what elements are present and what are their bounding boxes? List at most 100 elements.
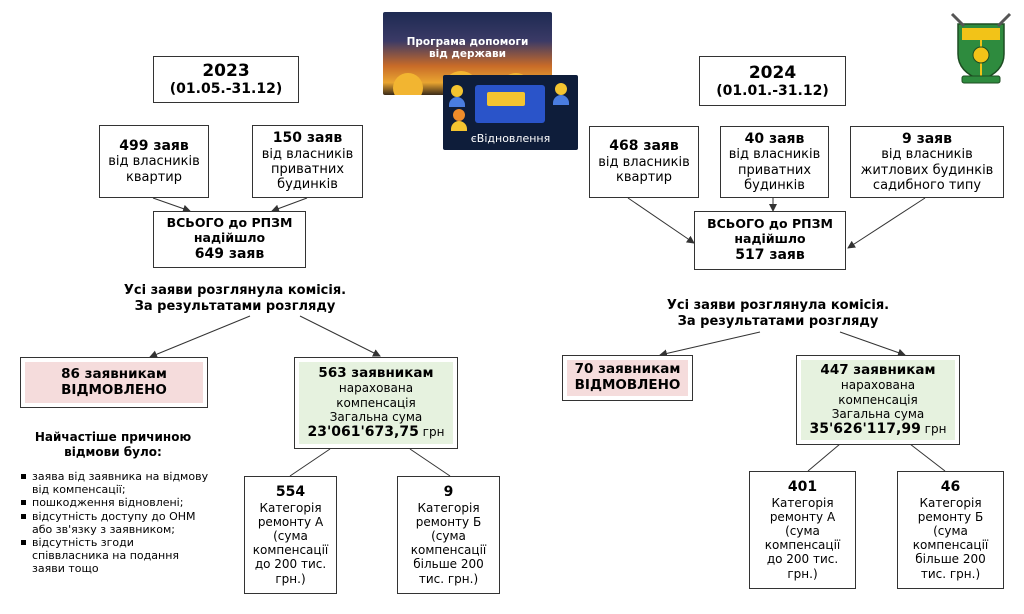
category-count: 46 <box>941 479 960 496</box>
granted-line3: компенсація <box>336 396 415 410</box>
year-2023-header: 2023 (01.05.-31.12) <box>153 56 299 103</box>
source-text: від власників житлових будинків садибног… <box>851 147 1003 193</box>
source-count: 499 заяв <box>119 138 189 155</box>
period-2023: (01.05.-31.12) <box>170 81 283 98</box>
category-line5: більше 200 <box>915 552 986 566</box>
category-count: 554 <box>276 484 305 501</box>
category-line4: компенсації <box>913 538 989 552</box>
category-line3: (сума <box>933 524 968 538</box>
source-count: 468 заяв <box>609 138 679 155</box>
granted-unit: грн <box>423 425 445 439</box>
denied-2023: 86 заявникам ВІДМОВЛЕНО <box>20 357 208 408</box>
reason-item: заява від заявника на відмову від компен… <box>20 470 210 496</box>
category-line4: компенсації <box>253 543 329 557</box>
review-line2: За результатами розгляду <box>643 314 913 330</box>
granted-line1: 447 заявникам <box>820 363 935 379</box>
source-houses-2023: 150 заяв від власників приватних будинкі… <box>252 125 363 198</box>
review-text-2024: Усі заяви розглянула комісія. За результ… <box>643 298 913 331</box>
source-apartments-2024: 468 заяв від власників квартир <box>589 126 699 198</box>
denied-line2: ВІДМОВЛЕНО <box>61 383 167 399</box>
total-line3: 649 заяв <box>195 246 265 263</box>
reasons-list: заява від заявника на відмову від компен… <box>20 470 210 576</box>
denied-line1: 70 заявникам <box>575 362 681 378</box>
granted-line4: Загальна сума <box>330 410 423 424</box>
category-line6: тис. грн.) <box>419 572 478 586</box>
category-line6: грн.) <box>275 572 305 586</box>
granted-line3: компенсація <box>838 393 917 407</box>
review-line1: Усі заяви розглянула комісія. <box>643 298 913 314</box>
reason-item: пошкодження відновлені; <box>20 496 210 509</box>
granted-2023: 563 заявникам нарахована компенсація Заг… <box>294 357 458 449</box>
total-line2: надійшло <box>734 232 805 247</box>
category-b-2024: 46 Категорія ремонту Б (сума компенсації… <box>897 471 1004 589</box>
category-line5: до 200 тис. <box>255 557 326 571</box>
category-a-2024: 401 Категорія ремонту А (сума компенсаці… <box>749 471 856 589</box>
reason-item: відсутність згоди співвласника на поданн… <box>20 536 210 576</box>
category-b-2023: 9 Категорія ремонту Б (сума компенсації … <box>397 476 500 594</box>
period-2024: (01.01.-31.12) <box>716 83 829 100</box>
category-line3: (сума <box>785 524 820 538</box>
category-line2: ремонту А <box>258 515 323 529</box>
source-text: від власників квартир <box>590 155 698 186</box>
category-line3: (сума <box>431 529 466 543</box>
category-a-2023: 554 Категорія ремонту А (сума компенсаці… <box>244 476 337 594</box>
review-line2: За результатами розгляду <box>100 299 370 315</box>
year-2024-header: 2024 (01.01.-31.12) <box>699 56 846 106</box>
category-line1: Категорія <box>259 501 321 515</box>
reasons-title-line2: відмови було: <box>28 445 198 460</box>
category-count: 9 <box>444 484 454 501</box>
category-line3: (сума <box>273 529 308 543</box>
denied-line2: ВІДМОВЛЕНО <box>575 378 681 394</box>
source-text: від власників приватних будинків <box>253 147 362 193</box>
category-line1: Категорія <box>417 501 479 515</box>
reason-item: відсутність доступу до ОНМ або зв'язку з… <box>20 510 210 536</box>
denied-line1: 86 заявникам <box>61 367 167 383</box>
program-banner-line1: Програма допомоги <box>383 36 552 48</box>
category-line4: компенсації <box>411 543 487 557</box>
source-apartments-2023: 499 заяв від власників квартир <box>99 125 209 198</box>
granted-line2: нарахована <box>841 378 915 392</box>
category-line2: ремонту А <box>770 510 835 524</box>
granted-amount: 23'061'673,75 <box>308 424 419 440</box>
program-banner-title: Програма допомоги від держави <box>383 36 552 60</box>
granted-line2: нарахована <box>339 381 413 395</box>
granted-line4: Загальна сума <box>832 407 925 421</box>
total-line3: 517 заяв <box>735 247 805 264</box>
category-count: 401 <box>788 479 817 496</box>
year-2024: 2024 <box>749 63 796 83</box>
category-line1: Категорія <box>771 496 833 510</box>
source-text: від власників квартир <box>100 154 208 185</box>
category-line2: ремонту Б <box>416 515 481 529</box>
category-line6: тис. грн.) <box>921 567 980 581</box>
source-count: 9 заяв <box>902 131 952 148</box>
reasons-title: Найчастіше причиною відмови було: <box>28 430 198 460</box>
category-line5: до 200 тис. <box>767 552 838 566</box>
city-coat-of-arms-icon <box>946 10 1016 85</box>
review-line1: Усі заяви розглянула комісія. <box>100 283 370 299</box>
source-manor-houses-2024: 9 заяв від власників житлових будинків с… <box>850 126 1004 198</box>
source-houses-2024: 40 заяв від власників приватних будинків <box>720 126 829 198</box>
granted-unit: грн <box>925 422 947 436</box>
granted-line1: 563 заявникам <box>318 366 433 382</box>
reasons-title-line1: Найчастіше причиною <box>28 430 198 445</box>
evidnovlennia-label: єВідновлення <box>443 132 578 145</box>
category-line4: компенсації <box>765 538 841 552</box>
source-count: 150 заяв <box>273 130 343 147</box>
source-count: 40 заяв <box>745 131 805 148</box>
total-line1: ВСЬОГО до РПЗМ <box>707 217 833 232</box>
granted-amount: 35'626'117,99 <box>810 421 921 437</box>
source-text: від власників приватних будинків <box>721 147 828 193</box>
category-line5: більше 200 <box>413 557 484 571</box>
evidnovlennia-image: єВідновлення <box>443 75 578 150</box>
year-2023: 2023 <box>202 61 249 81</box>
granted-2024: 447 заявникам нарахована компенсація Заг… <box>796 355 960 445</box>
review-text-2023: Усі заяви розглянула комісія. За результ… <box>100 283 370 316</box>
total-line2: надійшло <box>194 231 265 246</box>
category-line6: грн.) <box>787 567 817 581</box>
program-banner-line2: від держави <box>383 48 552 60</box>
denied-2024: 70 заявникам ВІДМОВЛЕНО <box>562 355 693 401</box>
total-2024: ВСЬОГО до РПЗМ надійшло 517 заяв <box>694 211 846 270</box>
total-line1: ВСЬОГО до РПЗМ <box>167 216 293 231</box>
category-line1: Категорія <box>919 496 981 510</box>
total-2023: ВСЬОГО до РПЗМ надійшло 649 заяв <box>153 211 306 268</box>
